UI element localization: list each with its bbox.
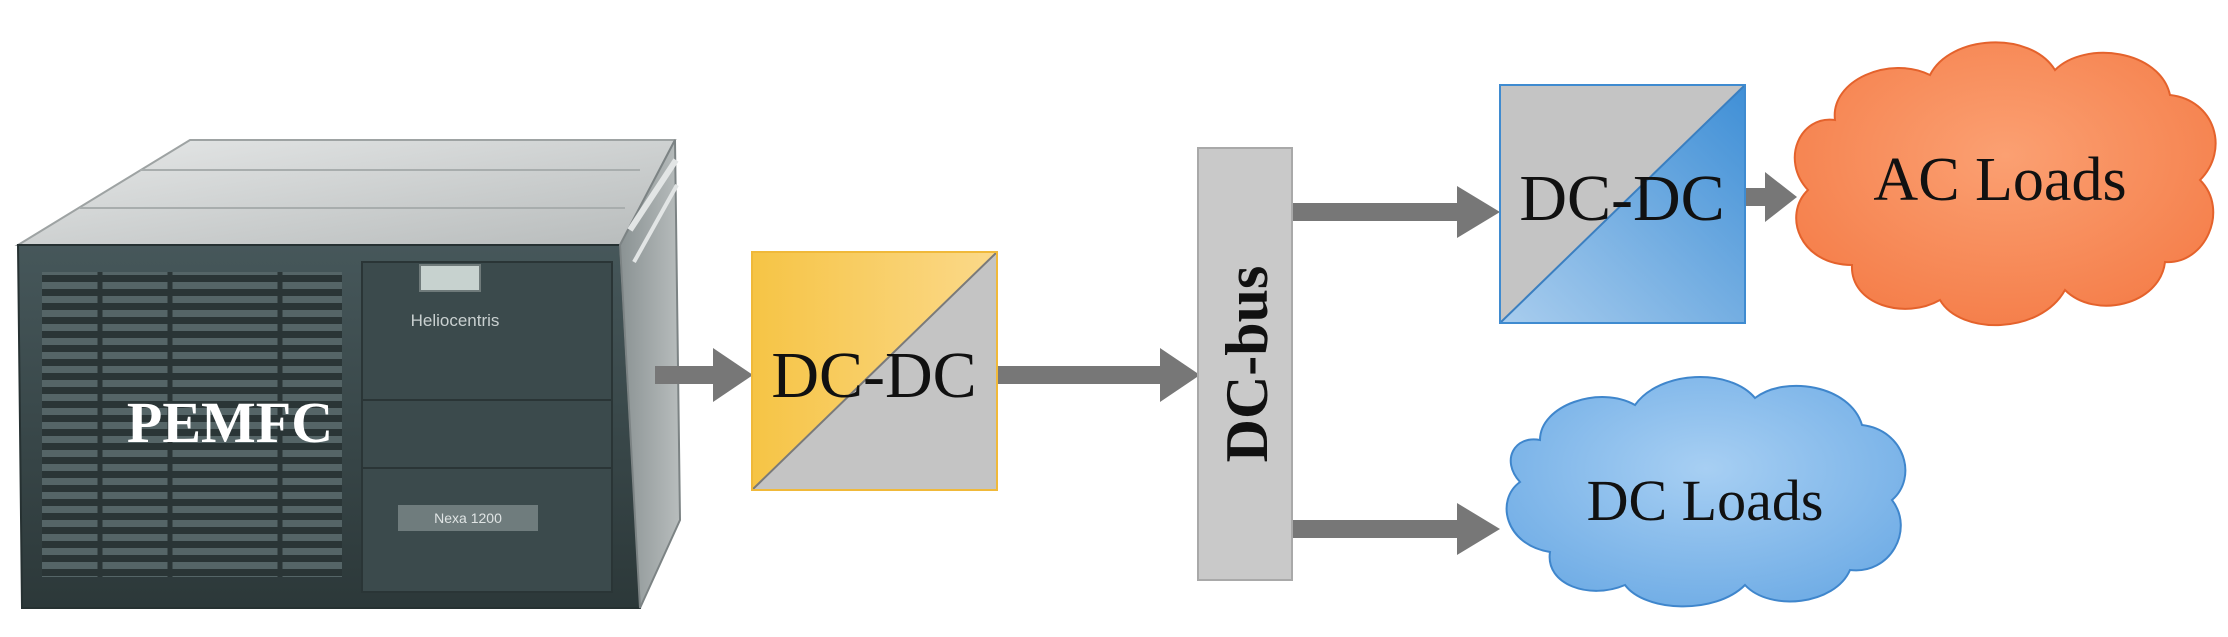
dc-dc-converter-1: DC-DC [751, 251, 998, 491]
ac-loads-cloud: AC Loads [1793, 41, 2217, 326]
dc-loads-label: DC Loads [1587, 468, 1824, 533]
pemfc-model-label: Nexa 1200 [434, 510, 502, 526]
arrow-bus-to-dc-loads [1292, 503, 1500, 555]
arrow-pemfc-to-converter [655, 348, 753, 402]
pemfc-label: PEMFC [127, 390, 333, 455]
pemfc-brand-label: Heliocentris [411, 311, 500, 330]
arrow-converter-to-bus [995, 348, 1200, 402]
pemfc-grille [42, 272, 342, 577]
dc-bus: DC-bus [1197, 147, 1293, 581]
arrow-bus-to-ac-converter [1292, 186, 1500, 238]
pemfc-display [419, 264, 481, 292]
pemfc-top-panel [14, 139, 677, 246]
ac-loads-label: AC Loads [1873, 146, 2126, 214]
dc-dc-converter-2: DC-DC [1499, 84, 1746, 324]
dc-loads-cloud: DC Loads [1505, 376, 1907, 608]
pemfc-unit: Nexa 1200 Heliocentris PEMFC [14, 139, 682, 609]
dc-bus-label: DC-bus [1214, 266, 1280, 463]
arrow-ac-converter-to-ac-loads [1745, 172, 1797, 222]
dc-loads-cloud-shape [1505, 376, 1907, 608]
dc-dc-converter-1-label: DC-DC [771, 339, 976, 412]
dc-dc-converter-2-label: DC-DC [1519, 162, 1724, 235]
pemfc-model-plate [398, 505, 538, 531]
ac-loads-cloud-shape [1793, 41, 2217, 326]
